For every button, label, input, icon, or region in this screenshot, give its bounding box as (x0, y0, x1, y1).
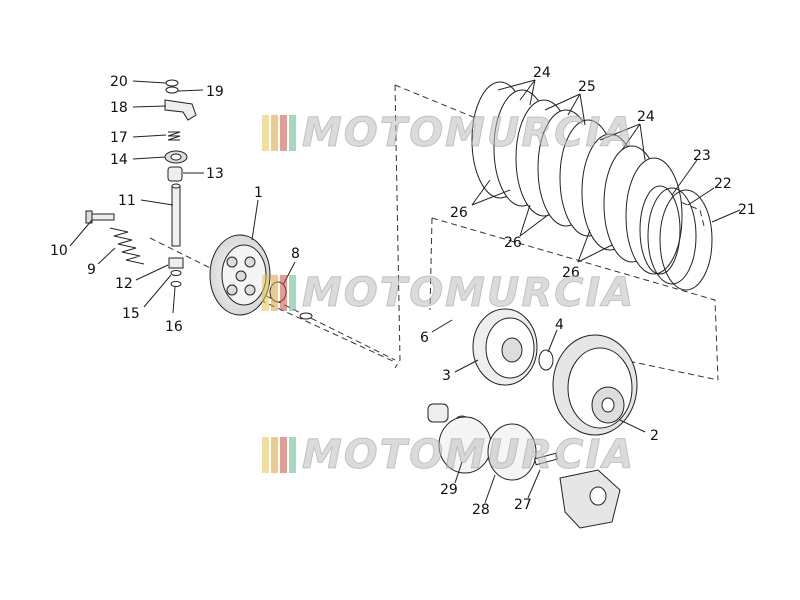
callout-28: 28 (472, 502, 490, 518)
circlip-part (165, 79, 179, 87)
callout-21: 21 (738, 202, 756, 218)
callout-16: 16 (165, 319, 183, 335)
pin-part (533, 452, 559, 466)
shaft-assembly (85, 79, 197, 287)
spring-small-part (167, 131, 181, 141)
washer-part (165, 86, 179, 94)
leader-lines (69, 79, 741, 504)
callout-12: 12 (115, 276, 133, 292)
spring-large-part (109, 227, 145, 265)
callout-25: 25 (578, 79, 596, 95)
callout-2: 2 (650, 428, 659, 444)
lever-part (164, 99, 197, 121)
callout-29: 29 (440, 482, 458, 498)
bushing-part (167, 166, 183, 182)
callout-24-mid: 24 (637, 109, 655, 125)
bushing-lower-part (427, 403, 449, 423)
nut-part (168, 257, 184, 269)
callout-1: 1 (254, 185, 263, 201)
shaft-part (171, 185, 181, 247)
callout-18: 18 (110, 100, 128, 116)
callout-26-c: 26 (562, 265, 580, 281)
pressure-plate-part (209, 234, 271, 316)
callout-19: 19 (206, 84, 224, 100)
callout-13: 13 (206, 166, 224, 182)
washer-lower-part (438, 416, 492, 474)
callout-22: 22 (714, 176, 732, 192)
callout-labels: 20 19 18 17 14 13 11 10 9 12 15 16 1 8 2… (50, 65, 756, 518)
clutch-housing-part (552, 334, 638, 436)
callout-11: 11 (118, 193, 136, 209)
callout-8: 8 (291, 246, 300, 262)
clutch-hub-part (472, 308, 554, 386)
circlip2-part (170, 281, 182, 287)
clutch-plate-stack (471, 81, 713, 291)
callout-23: 23 (693, 148, 711, 164)
callout-6: 6 (420, 330, 429, 346)
small-bearing-part (269, 281, 313, 320)
callout-17: 17 (110, 130, 128, 146)
callout-15: 15 (122, 306, 140, 322)
callout-14: 14 (110, 152, 128, 168)
washer2-part (170, 270, 182, 276)
callout-24-top: 24 (533, 65, 551, 81)
callout-4: 4 (555, 317, 564, 333)
callout-26-b: 26 (504, 235, 522, 251)
callout-3: 3 (442, 368, 451, 384)
lower-parts (427, 403, 621, 529)
callout-10: 10 (50, 243, 68, 259)
callout-27: 27 (514, 497, 532, 513)
callout-26-a: 26 (450, 205, 468, 221)
callout-9: 9 (87, 262, 96, 278)
callout-20: 20 (110, 74, 128, 90)
